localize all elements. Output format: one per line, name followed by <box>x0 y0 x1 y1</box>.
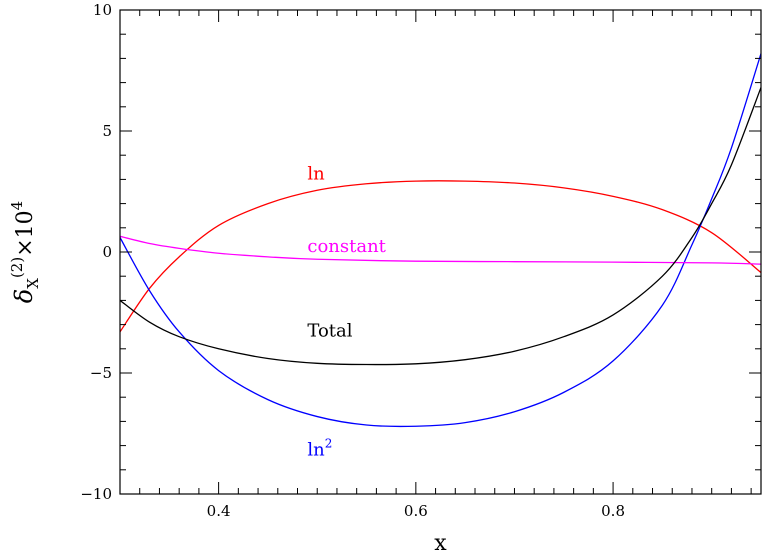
plot-frame <box>119 9 762 495</box>
y-tick-label: 5 <box>102 122 112 140</box>
x-axis-title: x <box>434 531 447 554</box>
series-line-0 <box>120 180 761 333</box>
y-tick-label: 10 <box>93 1 112 19</box>
y-tick-label: −5 <box>90 364 112 382</box>
series-line-2 <box>120 235 761 265</box>
y-tick-label: 0 <box>102 243 112 261</box>
y-axis-title: δX(2)×104 <box>8 201 42 303</box>
axis-layer: 0.4 0.6 0.8 −10 −5 0 5 10 x δX(2)×104 <box>8 1 762 554</box>
series-annotation-0: ln <box>307 163 325 184</box>
x-tick-label: 0.8 <box>601 502 625 520</box>
y-tick-label: −10 <box>80 485 112 503</box>
series-annotation-3: ln2 <box>307 436 332 460</box>
series-layer <box>120 53 761 428</box>
series-annotation-1: constant <box>307 236 386 257</box>
series-line-1 <box>120 53 761 428</box>
series-line-3 <box>120 87 761 366</box>
x-tick-label: 0.6 <box>404 502 428 520</box>
x-tick-label: 0.4 <box>207 502 231 520</box>
series-annotation-2: Total <box>307 321 352 342</box>
